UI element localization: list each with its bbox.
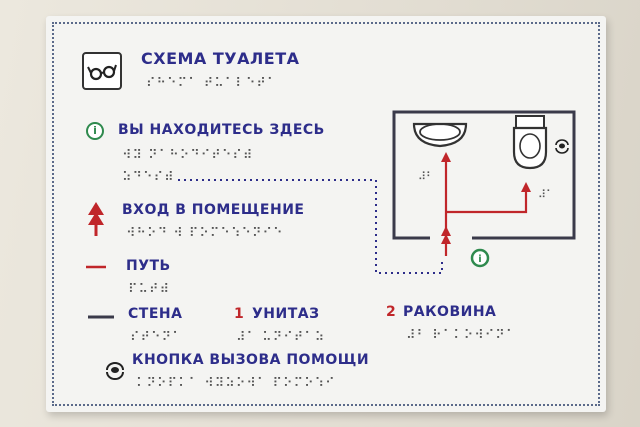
- path-legend-line: [86, 265, 106, 269]
- toilet-tank: [515, 115, 545, 129]
- legend-sink: РАКОВИНА: [403, 304, 497, 320]
- legend-you-are-here: ВЫ НАХОДИТЕСЬ ЗДЕСЬ: [118, 122, 325, 138]
- room-walls: [392, 110, 576, 240]
- legend-wall: СТЕНА: [128, 306, 183, 322]
- legend-path: ПУТЬ: [126, 258, 171, 274]
- braille-wall: ⠎⠞⠑⠝⠁: [130, 330, 183, 345]
- call-button-icon: [106, 362, 124, 380]
- you-are-here-marker: [470, 248, 490, 268]
- braille-you-are-here: ⠺⠽ ⠝⠁⠓⠕⠙⠊⠞⠑⠎⠾: [122, 148, 254, 163]
- svg-text:⠼⠁: ⠼⠁: [538, 188, 554, 201]
- svg-text:⠼⠃: ⠼⠃: [418, 170, 434, 183]
- sign-title: СХЕМА ТУАЛЕТА: [141, 49, 300, 68]
- floor-plan: i ⠼⠃ ⠼⠁: [178, 110, 576, 274]
- braille-call-button: ⠅⠝⠕⠏⠅⠁ ⠺⠽⠵⠕⠺⠁ ⠏⠕⠍⠕⠱⠊: [136, 376, 336, 391]
- glasses-icon: [82, 52, 122, 90]
- approach-dotted-path: [178, 179, 443, 274]
- sink-number: 2: [386, 304, 396, 320]
- dotted-border: [52, 22, 600, 406]
- arrow-up-icon: [88, 202, 104, 236]
- wall-legend-line: [88, 315, 114, 319]
- braille-path: ⠏⠥⠞⠾: [128, 282, 171, 297]
- braille-title: ⠎⠓⠑⠍⠁ ⠞⠥⠁⠇⠑⠞⠁: [146, 76, 278, 91]
- toilet-number: 1: [234, 306, 244, 322]
- braille-you-are-here-2: ⠵⠙⠑⠎⠾: [122, 170, 175, 185]
- braille-sink: ⠼⠃ ⠗⠁⠅⠕⠺⠊⠝⠁: [406, 328, 517, 343]
- legend-entrance: ВХОД В ПОМЕЩЕНИЕ: [122, 202, 305, 218]
- svg-text:i: i: [478, 254, 481, 265]
- legend-toilet: УНИТАЗ: [252, 306, 320, 322]
- braille-toilet: ⠼⠁ ⠥⠝⠊⠞⠁⠵: [236, 330, 326, 345]
- info-icon: i: [86, 122, 104, 140]
- sink-shape: [412, 122, 468, 148]
- legend-call-button: КНОПКА ВЫЗОВА ПОМОЩИ: [132, 352, 370, 368]
- info-symbol: i: [93, 124, 97, 137]
- braille-entrance: ⠺⠓⠕⠙ ⠺ ⠏⠕⠍⠑⠱⠑⠝⠊⠑: [126, 226, 284, 241]
- tactile-sign: СХЕМА ТУАЛЕТА ⠎⠓⠑⠍⠁ ⠞⠥⠁⠇⠑⠞⠁ i ВЫ НАХОДИТ…: [46, 16, 606, 412]
